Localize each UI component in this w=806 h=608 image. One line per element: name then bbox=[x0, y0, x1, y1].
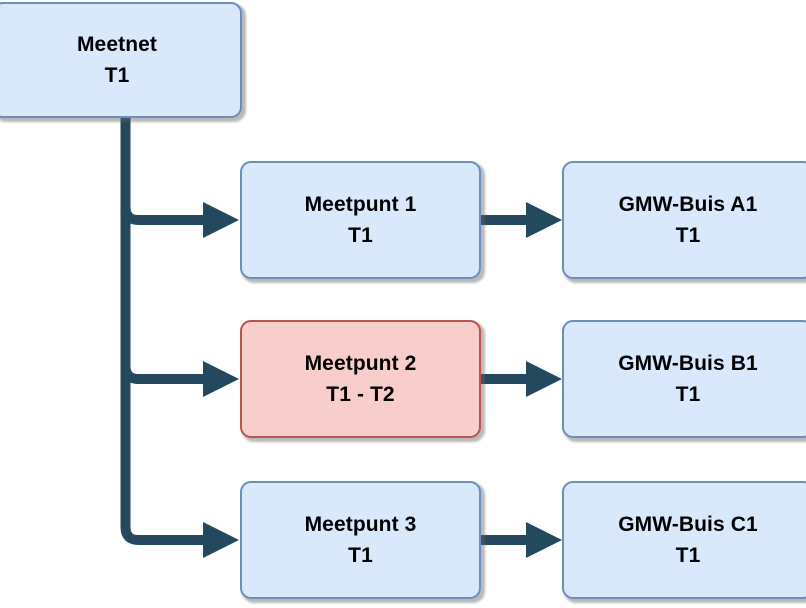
node-gmw-buis-b1[interactable]: GMW-Buis B1 T1 bbox=[562, 320, 806, 438]
node-gmw-buis-b1-label: GMW-Buis B1 bbox=[618, 352, 758, 375]
node-meetpunt-2-label: Meetpunt 2 bbox=[304, 352, 417, 375]
node-meetpunt-2[interactable]: Meetpunt 2 T1 - T2 bbox=[240, 320, 481, 438]
node-meetnet[interactable]: Meetnet T1 bbox=[0, 2, 242, 118]
arrowhead-gmw-buis-c1 bbox=[526, 522, 562, 558]
node-meetnet-label: Meetnet bbox=[76, 33, 158, 56]
node-gmw-buis-a1-label: GMW-Buis A1 bbox=[618, 193, 758, 216]
node-meetnet-sublabel: T1 bbox=[104, 64, 130, 87]
node-gmw-buis-c1-label: GMW-Buis C1 bbox=[618, 513, 758, 536]
node-gmw-buis-a1-sublabel: T1 bbox=[675, 224, 701, 247]
node-meetpunt-1[interactable]: Meetpunt 1 T1 bbox=[240, 161, 481, 279]
arrowhead-meetpunt-1 bbox=[203, 202, 239, 238]
node-gmw-buis-c1-sublabel: T1 bbox=[675, 544, 701, 567]
node-gmw-buis-a1[interactable]: GMW-Buis A1 T1 bbox=[562, 161, 806, 279]
arrowhead-gmw-buis-b1 bbox=[526, 361, 562, 397]
node-meetpunt-1-sublabel: T1 bbox=[348, 224, 373, 247]
arrowhead-meetpunt-3 bbox=[203, 522, 239, 558]
edge-meetnet-to-meetpunt-3 bbox=[120, 500, 205, 545]
node-meetpunt-3[interactable]: Meetpunt 3 T1 bbox=[240, 481, 481, 599]
node-meetpunt-1-label: Meetpunt 1 bbox=[304, 193, 417, 216]
edge-meetnet-to-meetpunt-2 bbox=[120, 340, 205, 384]
node-meetpunt-3-sublabel: T1 bbox=[348, 544, 373, 567]
arrowhead-meetpunt-2 bbox=[203, 361, 239, 397]
node-gmw-buis-c1[interactable]: GMW-Buis C1 T1 bbox=[562, 481, 806, 599]
node-gmw-buis-b1-sublabel: T1 bbox=[675, 383, 701, 406]
node-meetpunt-2-sublabel: T1 - T2 bbox=[326, 383, 395, 406]
arrowhead-gmw-buis-a1 bbox=[526, 202, 562, 238]
node-meetpunt-3-label: Meetpunt 3 bbox=[304, 513, 417, 536]
edge-meetnet-to-meetpunt-1 bbox=[120, 180, 205, 225]
